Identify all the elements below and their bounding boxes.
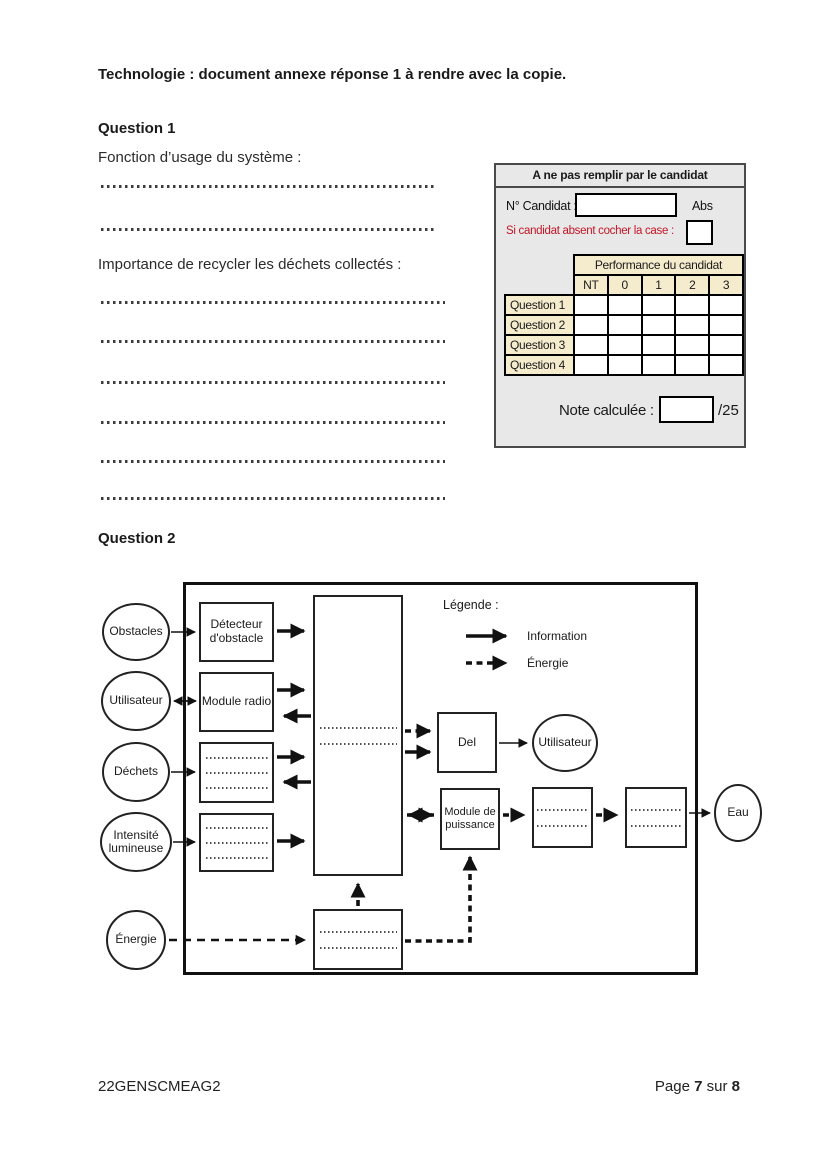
table-row: Question 2 [504, 314, 744, 336]
answer-line [101, 340, 445, 343]
score-cell[interactable] [606, 334, 643, 356]
block-module-radio: Module radio [199, 672, 274, 732]
output-ellipse-utilisateur: Utilisateur [532, 714, 598, 772]
label: Utilisateur [109, 693, 163, 708]
answer-line [101, 301, 445, 304]
legend-information-label: Information [527, 629, 588, 643]
score-cell[interactable] [640, 314, 677, 336]
absent-checkbox[interactable] [686, 220, 713, 245]
absent-note: Si candidat absent cocher la case : [506, 225, 674, 237]
table-row: Question 1 [504, 294, 744, 316]
col-header-3: 3 [708, 274, 744, 296]
row-label-question4: Question 4 [504, 354, 575, 376]
candidate-number-label: N° Candidat : [506, 199, 577, 213]
candidate-number-input[interactable] [575, 193, 677, 217]
score-cell[interactable] [674, 334, 711, 356]
input-ellipse-intensite: Intensité lumineuse [100, 812, 172, 872]
score-cell[interactable] [674, 294, 711, 316]
label: Module de puissance [444, 806, 496, 831]
score-cell[interactable] [640, 294, 677, 316]
score-cell[interactable] [708, 334, 744, 356]
answer-line [101, 497, 445, 500]
page-title: Technologie : document annexe réponse 1 … [98, 66, 567, 83]
block-blank-dechets[interactable] [199, 742, 274, 803]
block-del: Del [437, 712, 497, 773]
label: Énergie [115, 932, 157, 947]
col-header-0: 0 [606, 274, 643, 296]
note-suffix: /25 [718, 402, 739, 419]
score-cell[interactable] [708, 314, 744, 336]
table-row: Question 4 [504, 354, 744, 376]
sur-word: sur [702, 1078, 732, 1095]
note-input[interactable] [659, 396, 714, 423]
legend-energy-label: Énergie [527, 656, 569, 670]
performance-table-title: Performance du candidat [572, 254, 745, 276]
score-cell[interactable] [640, 354, 677, 376]
score-cell[interactable] [606, 354, 643, 376]
answer-line [101, 185, 435, 188]
input-ellipse-energie: Énergie [106, 910, 166, 970]
input-ellipse-utilisateur: Utilisateur [101, 671, 171, 731]
row-label-question3: Question 3 [504, 334, 575, 356]
output-ellipse-eau: Eau [714, 784, 762, 842]
table-row: Question 3 [504, 334, 744, 356]
score-cell[interactable] [606, 314, 643, 336]
block-central-blank[interactable] [313, 595, 403, 876]
page-total: 8 [731, 1078, 740, 1095]
page-number: 7 [694, 1078, 703, 1095]
label: Del [457, 734, 476, 749]
footer-page-indicator: Page 7 sur 8 [610, 1078, 740, 1095]
abs-label: Abs [692, 199, 713, 213]
score-cell[interactable] [708, 294, 744, 316]
row-label-question2: Question 2 [504, 314, 575, 336]
question1-heading: Question 1 [98, 120, 176, 137]
question1-prompt-usage: Fonction d’usage du système : [98, 149, 302, 166]
answer-line [101, 421, 445, 424]
label: Détecteur d'obstacle [209, 617, 264, 645]
block-blank-energie[interactable] [313, 909, 403, 970]
col-header-2: 2 [674, 274, 711, 296]
footer-document-code: 22GENSCMEAG2 [98, 1078, 221, 1095]
score-cell[interactable] [674, 354, 711, 376]
score-cell[interactable] [606, 294, 643, 316]
block-module-puissance: Module de puissance [440, 788, 500, 850]
performance-table: Performance du candidat NT 0 1 2 3 Quest… [504, 254, 745, 376]
label: Module radio [201, 694, 272, 709]
score-cell[interactable] [572, 354, 609, 376]
note-label: Note calculée : [559, 402, 654, 419]
question2-heading: Question 2 [98, 530, 176, 547]
block-blank-right2[interactable] [625, 787, 687, 848]
block-detecteur-obstacle: Détecteur d'obstacle [199, 602, 274, 662]
block-blank-intensite[interactable] [199, 813, 274, 872]
grading-box-header: A ne pas remplir par le candidat [496, 165, 744, 188]
row-label-question1: Question 1 [504, 294, 575, 316]
score-cell[interactable] [572, 294, 609, 316]
col-header-nt: NT [572, 274, 609, 296]
score-cell[interactable] [640, 334, 677, 356]
col-header-1: 1 [640, 274, 677, 296]
answer-line [101, 381, 445, 384]
legend-title: Légende : [443, 598, 499, 612]
answer-line [101, 460, 445, 463]
input-ellipse-dechets: Déchets [102, 742, 170, 802]
question1-prompt-recycle: Importance de recycler les déchets colle… [98, 256, 402, 273]
label: Utilisateur [538, 735, 592, 750]
label: Déchets [113, 764, 159, 779]
label: Eau [727, 805, 749, 820]
answer-line [101, 228, 435, 231]
score-cell[interactable] [572, 314, 609, 336]
label: Intensité lumineuse [108, 827, 164, 855]
block-blank-right1[interactable] [532, 787, 593, 848]
score-cell[interactable] [572, 334, 609, 356]
page-word: Page [654, 1078, 690, 1095]
score-cell[interactable] [708, 354, 744, 376]
label: Obstacles [109, 624, 163, 639]
input-ellipse-obstacles: Obstacles [102, 603, 170, 661]
grading-box: A ne pas remplir par le candidat N° Cand… [494, 163, 746, 448]
score-cell[interactable] [674, 314, 711, 336]
